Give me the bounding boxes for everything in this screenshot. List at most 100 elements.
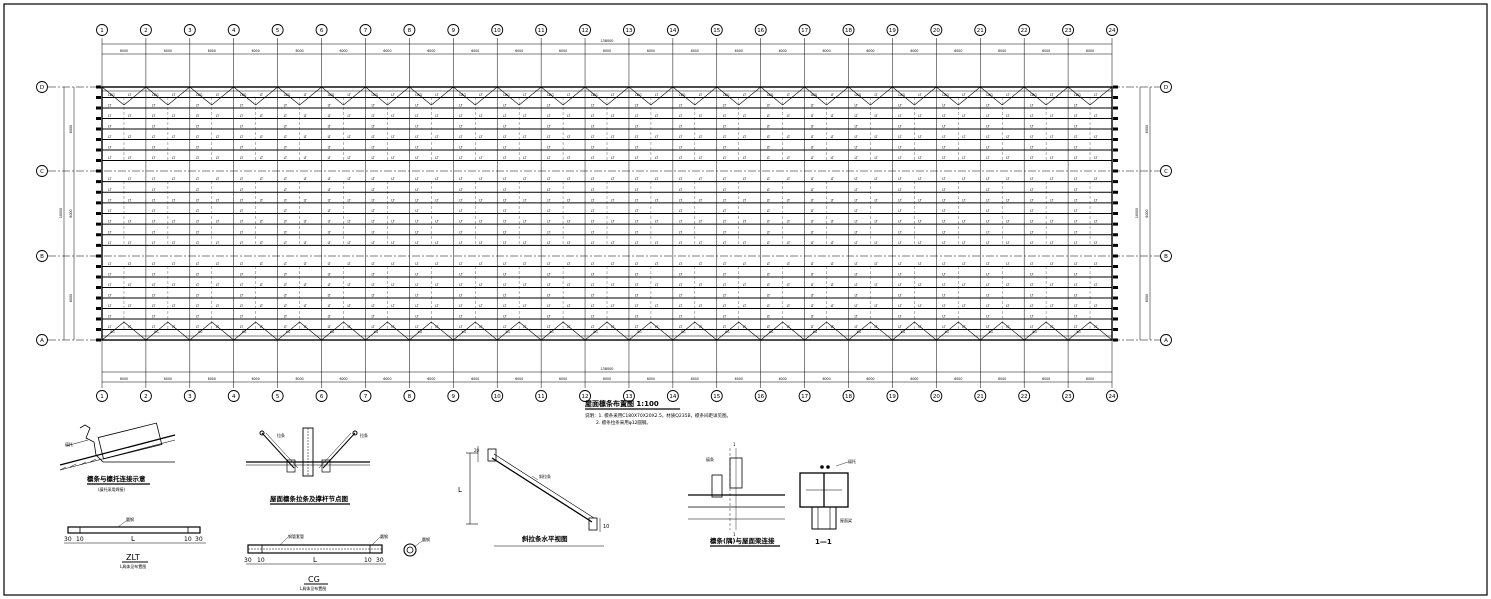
purlin-label: LT	[260, 93, 263, 97]
purlin-label: LT	[986, 198, 989, 202]
purlin-label: LT	[918, 283, 921, 287]
purlin-label: LT	[328, 325, 331, 329]
purlin-label: LT	[1006, 220, 1009, 224]
purlin-label: LT	[811, 146, 814, 150]
axis-bubble-column	[623, 24, 635, 36]
purlin-label: LT	[591, 114, 594, 118]
purlin-label: LT	[855, 209, 858, 213]
purlin-label: LT	[787, 177, 790, 181]
purlin-label: LT	[962, 93, 965, 97]
brace-v-top	[145, 86, 191, 106]
brace-lines	[101, 86, 1113, 341]
purlin-label: LT	[348, 177, 351, 181]
purlin-label: LT	[503, 177, 506, 181]
purlin-label: LT	[811, 273, 814, 277]
axis-bubble-column	[842, 24, 855, 36]
purlin-label: LT	[855, 230, 858, 234]
purlin-label: LT	[767, 315, 770, 319]
purlin-label: LT	[898, 230, 901, 234]
axis-label-column: 17	[801, 28, 808, 34]
purlin-label: LT	[479, 283, 482, 287]
purlin-label: LT	[371, 177, 374, 181]
purlin-label: LT	[348, 135, 351, 139]
purlin-label: LT	[415, 146, 418, 150]
purlin-label: LT	[898, 156, 901, 160]
axis-label-column: 10	[494, 28, 501, 34]
purlin-label: LT	[216, 304, 219, 308]
axis-label-column: 17	[801, 394, 808, 400]
purlin-label: LT	[811, 283, 814, 287]
cg-dim-r1: 10	[364, 557, 372, 564]
axis-bubble-column	[886, 390, 899, 402]
purlin-label: LT	[260, 220, 263, 224]
brace-label: XG	[286, 93, 291, 97]
purlin-label: LT	[986, 262, 989, 266]
purlin-end-tick	[1113, 148, 1118, 152]
purlin-label: LT	[855, 114, 858, 118]
purlin-label: LT	[567, 262, 570, 266]
purlin-label: LT	[1074, 146, 1077, 150]
purlin-label: LT	[811, 325, 814, 329]
purlin-label: LT	[679, 315, 682, 319]
axis-bubble-row	[1160, 165, 1172, 177]
purlin-label: LT	[635, 93, 638, 97]
purlin-label: LT	[986, 220, 989, 224]
purlin-label: LT	[459, 156, 462, 160]
purlin-label: LT	[415, 273, 418, 277]
purlin-label: LT	[196, 188, 199, 192]
axis-label-column: 13	[625, 394, 632, 400]
purlin-label: LT	[503, 262, 506, 266]
purlin-label: LT	[216, 220, 219, 224]
brace-v-bottom	[936, 321, 981, 341]
plan-title: 屋面檩条布置图 1:100	[585, 399, 659, 408]
purlin-label: LT	[547, 146, 550, 150]
purlin-label: LT	[611, 325, 614, 329]
purlin-end-tick	[1113, 96, 1118, 99]
purlin-label: LT	[152, 177, 155, 181]
purlin-label: LT	[459, 273, 462, 277]
purlin-label: LT	[1006, 135, 1009, 139]
purlin-label: LT	[523, 304, 526, 308]
purlin-label: LT	[767, 230, 770, 234]
purlin-label: LT	[547, 283, 550, 287]
axis-label-column: 9	[452, 394, 456, 400]
purlin-label: LT	[679, 294, 682, 298]
purlin-label: LT	[284, 304, 287, 308]
brace-label: XG	[461, 93, 466, 97]
axis-label-column: 16	[757, 28, 764, 34]
purlin-label: LT	[371, 315, 374, 319]
purlin-label: LT	[1030, 188, 1033, 192]
purlin-label: LT	[128, 262, 131, 266]
purlin-label: LT	[391, 93, 394, 97]
purlin-label: LT	[415, 294, 418, 298]
purlin-label: LT	[942, 241, 945, 245]
detail-diagonal-tie: L 20 10 斜拉条 斜拉条水平视图	[458, 446, 609, 547]
brace-label: XG	[549, 330, 554, 334]
purlin-label: LT	[523, 241, 526, 245]
purlin-label: LT	[435, 283, 438, 287]
purlin-end-tick	[1113, 212, 1118, 215]
purlin-label: LT	[216, 325, 219, 329]
purlin-label: LT	[855, 188, 858, 192]
purlin-label: LT	[811, 315, 814, 319]
axis-label-column: 18	[845, 28, 852, 34]
purlin-label: LT	[898, 262, 901, 266]
brace-label: XG	[769, 93, 774, 97]
purlin-label: LT	[811, 93, 814, 97]
purlin-label: LT	[679, 177, 682, 181]
purlin-label: LT	[1030, 241, 1033, 245]
brace-label: XG	[110, 330, 115, 334]
axis-bubble-column	[974, 390, 987, 402]
purlin-label: LT	[1094, 177, 1097, 181]
purlin-label: LT	[479, 93, 482, 97]
purlin-label: LT	[635, 262, 638, 266]
purlin-label: LT	[1030, 104, 1033, 108]
purlin-label: LT	[304, 283, 307, 287]
purlin-label: LT	[348, 241, 351, 245]
axis-bubble-column	[798, 24, 811, 36]
purlin-label: LT	[787, 220, 790, 224]
brace-v-top	[848, 86, 893, 106]
axis-label-column: 5	[276, 28, 280, 34]
purlin-label: LT	[152, 315, 155, 319]
purlin-label: LT	[1074, 188, 1077, 192]
